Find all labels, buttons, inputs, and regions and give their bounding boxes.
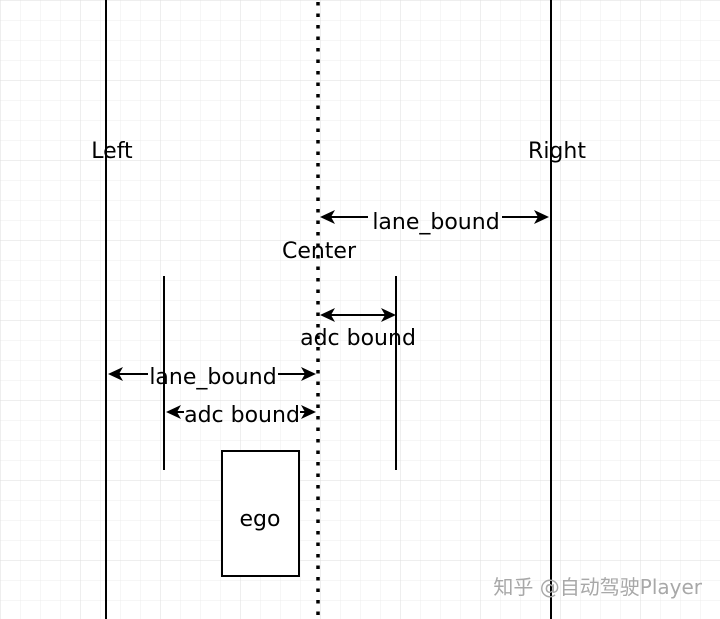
- right-label: Right: [528, 139, 586, 164]
- ego-label: ego: [240, 507, 281, 532]
- lane-bound-right-arrow: [320, 210, 549, 224]
- adc-bound-left-label: adc bound: [184, 403, 300, 428]
- adc-bound-left-arrow: [166, 405, 316, 419]
- center-label: Center: [282, 239, 357, 264]
- left-label: Left: [91, 139, 133, 164]
- watermark-text: 知乎 @自动驾驶Player: [493, 575, 702, 599]
- ego-vehicle-box: [221, 450, 300, 577]
- adc-bound-right-arrow: [320, 308, 396, 322]
- lane-bound-left-label: lane_bound: [149, 365, 276, 390]
- adc-bound-right-label: adc bound: [300, 326, 416, 351]
- lane-bound-right-label: lane_bound: [372, 210, 499, 235]
- lane-bound-left-arrow: [108, 367, 316, 381]
